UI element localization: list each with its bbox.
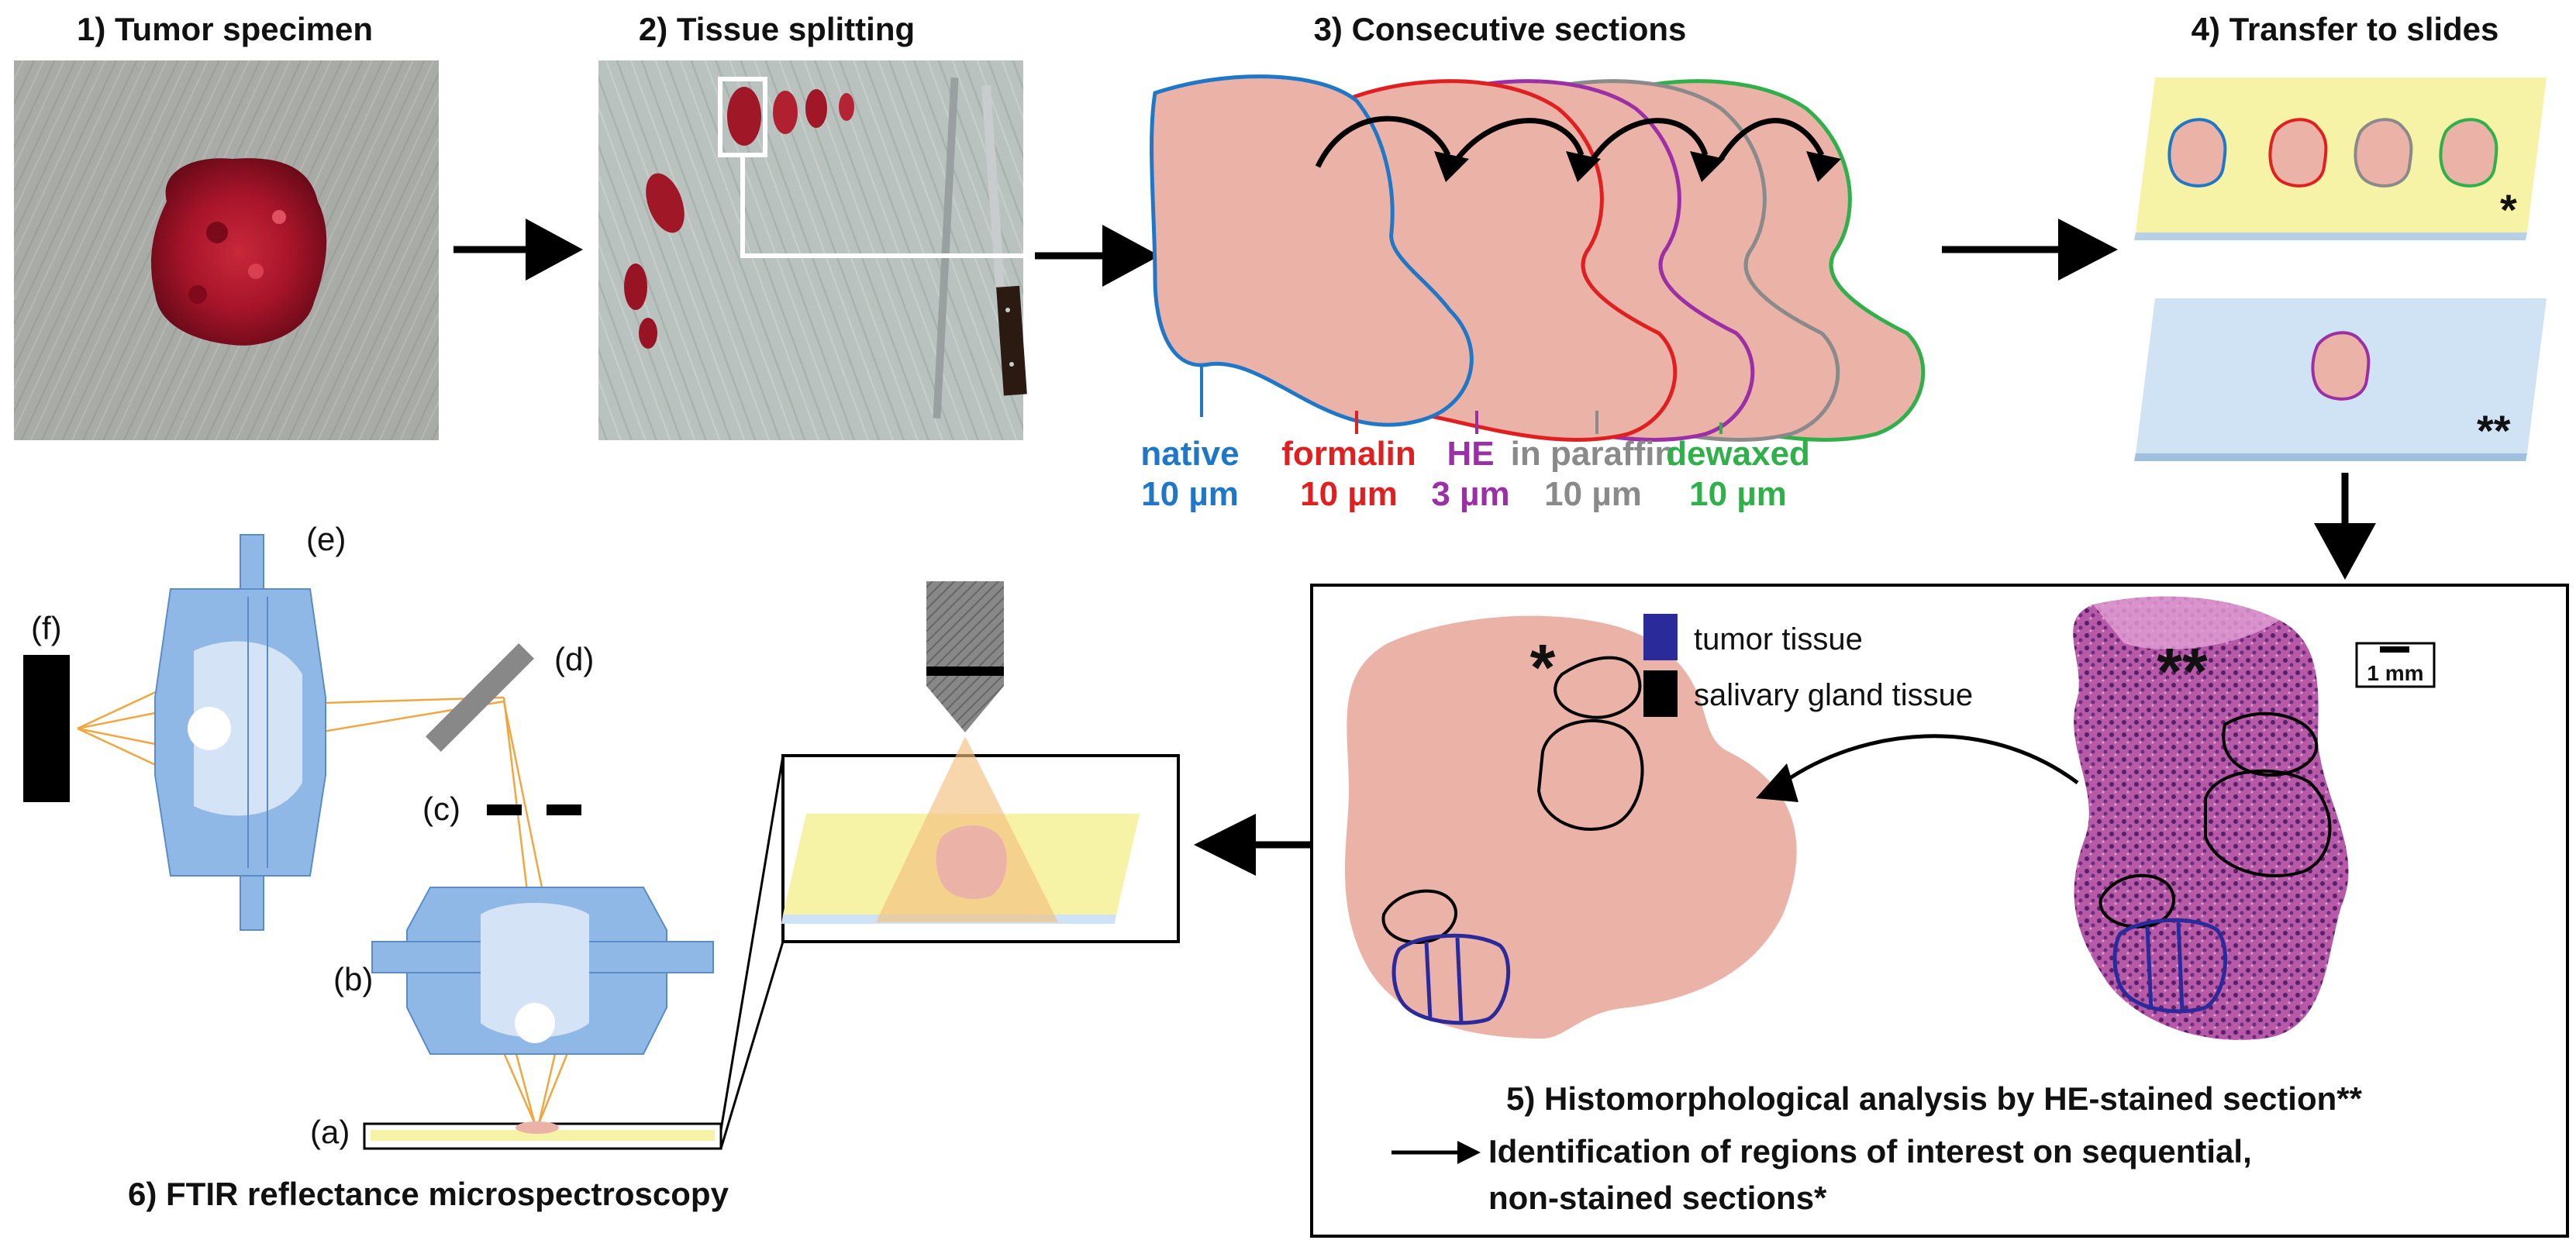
arrow-5-to-6	[1194, 814, 1310, 876]
label-a: (a)	[310, 1114, 350, 1150]
step6-title: 6) FTIR reflectance microspectroscopy	[128, 1176, 729, 1212]
arrow-4-to-5	[2314, 473, 2376, 580]
label-c: (c)	[422, 791, 460, 827]
label-native: native	[1140, 435, 1239, 473]
thickness-native: 10 µm	[1141, 475, 1239, 513]
arrow-2-to-3	[1035, 225, 1160, 287]
slide-star-single: *	[2500, 185, 2517, 234]
slide-unstained: *	[2134, 78, 2547, 240]
label-b: (b)	[333, 961, 373, 997]
arrow-1-to-2	[453, 219, 583, 281]
ftir-setup: (f) (e) (d) (c) (b)	[23, 521, 1180, 1212]
consecutive-sections	[1150, 74, 1926, 442]
label-f: (f)	[31, 610, 62, 646]
slide-he: **	[2134, 298, 2547, 461]
step2-title: 2) Tissue splitting	[639, 11, 915, 47]
legend-gland-label: salivary gland tissue	[1694, 678, 1973, 712]
label-he: HE	[1447, 435, 1494, 473]
step5-subtitle-2: non-stained sections*	[1488, 1180, 1827, 1216]
label-in-paraffin: in paraffin	[1511, 435, 1676, 473]
mirror-d	[425, 642, 535, 753]
aperture-c	[487, 804, 581, 815]
objective-e	[154, 534, 326, 931]
legend-tumor-swatch	[1643, 614, 1678, 660]
section-labels: native formalin HE in paraffin dewaxed 1…	[1140, 435, 1810, 513]
analysis-star-double: **	[2157, 635, 2208, 708]
label-d: (d)	[554, 641, 594, 677]
step1-title: 1) Tumor specimen	[77, 11, 373, 47]
label-formalin: formalin	[1281, 435, 1416, 473]
tissue-splitting-photo	[598, 60, 1081, 440]
arrow-3-to-4	[1942, 219, 2118, 281]
detector	[23, 655, 70, 802]
tumor-specimen-photo	[14, 60, 439, 440]
thickness-he: 3 µm	[1431, 475, 1509, 513]
section-native	[1150, 74, 1474, 427]
analysis-star-single: *	[1530, 631, 1556, 704]
step4-title: 4) Transfer to slides	[2191, 11, 2499, 47]
legend-gland-swatch	[1643, 670, 1678, 717]
thickness-formalin: 10 µm	[1300, 475, 1398, 513]
step3-title: 3) Consecutive sections	[1314, 11, 1687, 47]
slide-star-double: **	[2477, 406, 2511, 455]
label-e: (e)	[306, 521, 346, 557]
thickness-dewaxed: 10 µm	[1689, 475, 1787, 513]
scale-bar-label: 1 mm	[2367, 661, 2423, 685]
label-dewaxed: dewaxed	[1666, 435, 1810, 473]
objective-b	[371, 887, 714, 1055]
he-stained-section	[2073, 596, 2349, 1040]
step5-title: 5) Histomorphological analysis by HE-sta…	[1506, 1080, 2363, 1117]
thickness-in-paraffin: 10 µm	[1544, 475, 1642, 513]
legend-tumor-label: tumor tissue	[1694, 622, 1863, 656]
step5-subtitle-1: Identification of regions of interest on…	[1488, 1133, 2252, 1169]
analysis-box: * tumor tissue salivary gland tissue ** …	[1310, 584, 2569, 1238]
